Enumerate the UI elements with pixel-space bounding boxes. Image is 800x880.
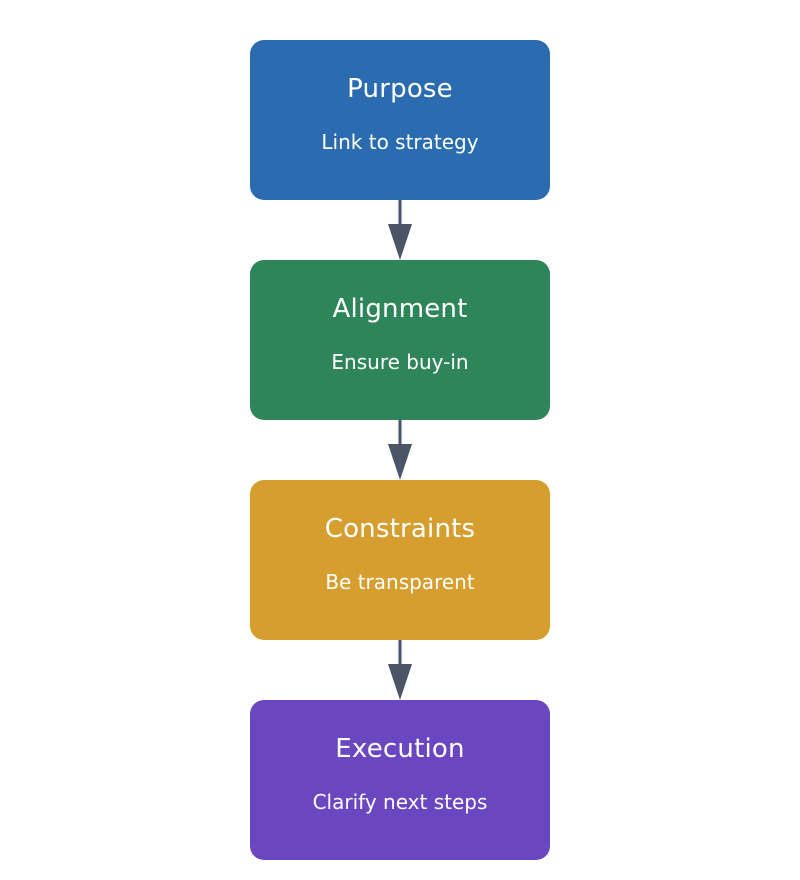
node-title: Constraints [324,514,476,544]
node-subtitle: Clarify next steps [312,790,488,814]
node-title: Execution [335,734,465,764]
node-subtitle: Ensure buy-in [331,350,469,374]
node-title: Alignment [332,294,468,324]
node-subtitle: Be transparent [325,570,475,594]
arrow-purpose-to-alignment [388,200,412,260]
arrow-constraints-to-execution [388,640,412,700]
node-purpose: Purpose Link to strategy [250,40,550,200]
node-execution: Execution Clarify next steps [250,700,550,860]
node-constraints: Constraints Be transparent [250,480,550,640]
node-subtitle: Link to strategy [321,130,479,154]
node-title: Purpose [347,74,453,104]
node-alignment: Alignment Ensure buy-in [250,260,550,420]
arrow-alignment-to-constraints [388,420,412,480]
